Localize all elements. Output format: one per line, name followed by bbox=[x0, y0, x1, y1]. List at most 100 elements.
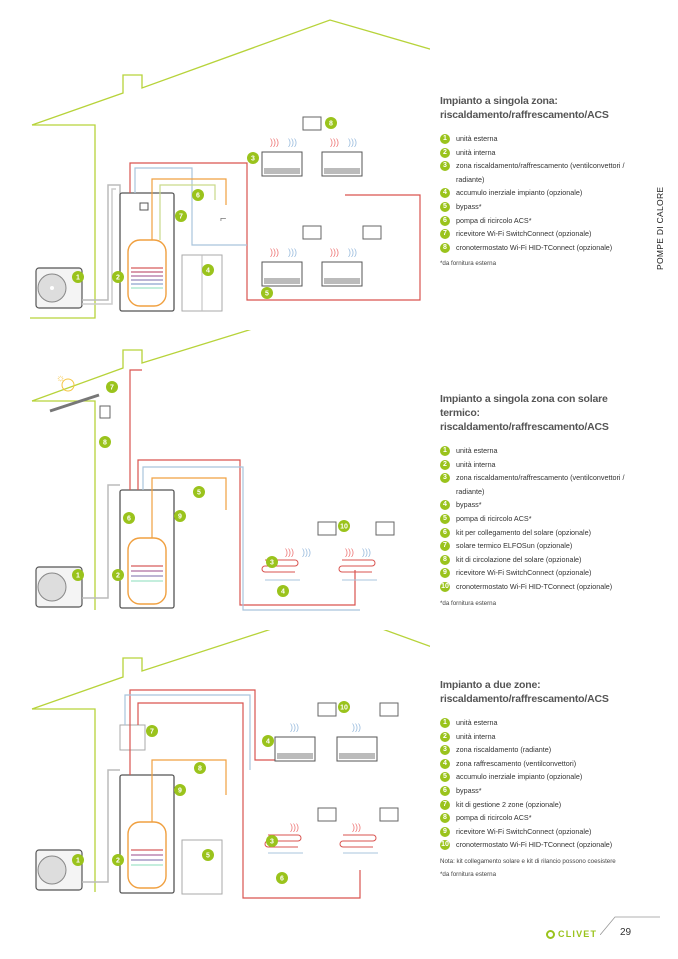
section-title: Impianto a singola zona con solare termi… bbox=[440, 393, 609, 433]
legend-item-text: unità interna bbox=[456, 731, 496, 741]
diagram-badge: 9 bbox=[174, 510, 186, 522]
indoor-unit-icon bbox=[119, 192, 175, 312]
number-badge: 10 bbox=[440, 581, 450, 592]
legend-item: 10 cronotermostato Wi-Fi HID-TConnect (op… bbox=[440, 580, 640, 594]
number-badge: 4 bbox=[440, 500, 450, 511]
buffer-tank-icon bbox=[181, 839, 223, 895]
legend-item: 4 bypass* bbox=[440, 498, 640, 512]
svg-text:5: 5 bbox=[265, 291, 269, 298]
fancoil-icon bbox=[261, 261, 303, 287]
svg-text:7: 7 bbox=[150, 729, 154, 736]
diagram-badge: 3 bbox=[266, 556, 278, 568]
number-badge: 5 bbox=[440, 201, 450, 212]
svg-text:8: 8 bbox=[198, 766, 202, 773]
diagram-badge: 5 bbox=[261, 287, 273, 299]
diagram-badge: 2 bbox=[112, 854, 124, 866]
side-label: POMPE DI CALORE bbox=[655, 186, 665, 270]
footnote: *da fornitura esterna bbox=[440, 599, 497, 607]
legend-item-text: kit di gestione 2 zone (opzionale) bbox=[456, 799, 562, 809]
radiant-floor-icon bbox=[338, 559, 377, 581]
number-badge: 2 bbox=[440, 731, 450, 742]
svg-text:2: 2 bbox=[116, 858, 120, 865]
legend-item-text: cronotermostato Wi-Fi HID-TConnect (opzi… bbox=[456, 581, 613, 591]
legend-item-text: ricevitore Wi-Fi SwitchConnect (opzional… bbox=[456, 229, 592, 239]
thermostat-icon bbox=[379, 702, 399, 717]
legend-item: 9 ricevitore Wi-Fi SwitchConnect (opziona… bbox=[440, 825, 640, 839]
legend-item-text: ricevitore Wi-Fi SwitchConnect (opzional… bbox=[456, 826, 592, 836]
svg-text:5: 5 bbox=[206, 853, 210, 860]
fancoil-icon bbox=[321, 151, 363, 177]
heat-wave-icon: ))) bbox=[285, 547, 294, 557]
number-badge: 7 bbox=[440, 541, 450, 552]
number-badge: 5 bbox=[440, 772, 450, 783]
number-badge: 7 bbox=[440, 229, 450, 240]
legend-single-zone-solar: Impianto a singola zona con solare termi… bbox=[440, 392, 640, 607]
section-title: Impianto a due zone:riscaldamento/raffre… bbox=[440, 679, 609, 705]
logo-ring-icon bbox=[546, 929, 555, 939]
svg-text:2: 2 bbox=[116, 275, 120, 282]
faucet-icon: ⌐ bbox=[220, 213, 226, 225]
solar-collector-icon bbox=[49, 393, 100, 413]
legend-item-text: zona raffrescamento (ventilconvettori) bbox=[456, 758, 577, 768]
diagram-badge: 10 bbox=[338, 520, 350, 532]
page-number: 29 bbox=[620, 927, 632, 938]
diagram-badge: 7 bbox=[106, 381, 118, 393]
heat-wave-icon: ))) bbox=[345, 547, 354, 557]
legend-item-text: bypass* bbox=[456, 201, 482, 211]
legend-item-text: unità interna bbox=[456, 147, 496, 157]
house-outline bbox=[31, 630, 430, 710]
svg-text:1: 1 bbox=[76, 275, 80, 282]
thermostat-icon bbox=[362, 225, 382, 240]
sun-icon: ☼ bbox=[56, 373, 75, 392]
diagram-badge: 6 bbox=[276, 872, 288, 884]
number-badge: 6 bbox=[440, 785, 450, 796]
legend-item-text: bypass* bbox=[456, 500, 482, 510]
legend-item-text: pompa di ricircolo ACS* bbox=[456, 215, 532, 225]
svg-text:4: 4 bbox=[281, 589, 285, 596]
cool-wave-icon: ))) bbox=[290, 722, 299, 732]
diagram-badge: 8 bbox=[325, 117, 337, 129]
number-badge: 9 bbox=[440, 826, 450, 837]
svg-text:10: 10 bbox=[340, 524, 348, 531]
footnote: *da fornitura esterna bbox=[440, 260, 497, 268]
number-badge: 9 bbox=[440, 568, 450, 579]
cool-wave-icon: ))) bbox=[288, 247, 297, 257]
diagram-badge: 5 bbox=[193, 486, 205, 498]
legend-item-text: unità esterna bbox=[456, 718, 498, 727]
legend-item: 1 unità esterna bbox=[440, 716, 640, 730]
svg-text:8: 8 bbox=[103, 440, 107, 447]
number-badge: 1 bbox=[440, 718, 450, 728]
svg-text:9: 9 bbox=[178, 788, 182, 795]
svg-text:1: 1 bbox=[76, 573, 80, 580]
section-title: Impianto a singola zona:riscaldamento/ra… bbox=[440, 95, 609, 121]
legend-item: 2 unità interna bbox=[440, 730, 640, 744]
legend-item-text: zona riscaldamento (radiante) bbox=[456, 745, 552, 755]
legend-item-text: kit di circolazione del solare (opzional… bbox=[456, 554, 582, 564]
diagram-badge: 2 bbox=[112, 569, 124, 581]
cool-wave-icon: ))) bbox=[362, 547, 371, 557]
heat-wave-icon: ))) bbox=[352, 822, 361, 832]
thermostat-icon bbox=[375, 521, 395, 536]
legend-item-text: accumulo inerziale impianto (opzionale) bbox=[456, 188, 583, 198]
legend-item-text: kit per collegamento del solare (opziona… bbox=[456, 527, 592, 537]
thermostat-icon bbox=[379, 807, 399, 822]
svg-text:☼: ☼ bbox=[56, 373, 65, 384]
diagram-badge: 7 bbox=[146, 725, 158, 737]
legend-single-zone: Impianto a singola zona:riscaldamento/ra… bbox=[440, 94, 640, 267]
